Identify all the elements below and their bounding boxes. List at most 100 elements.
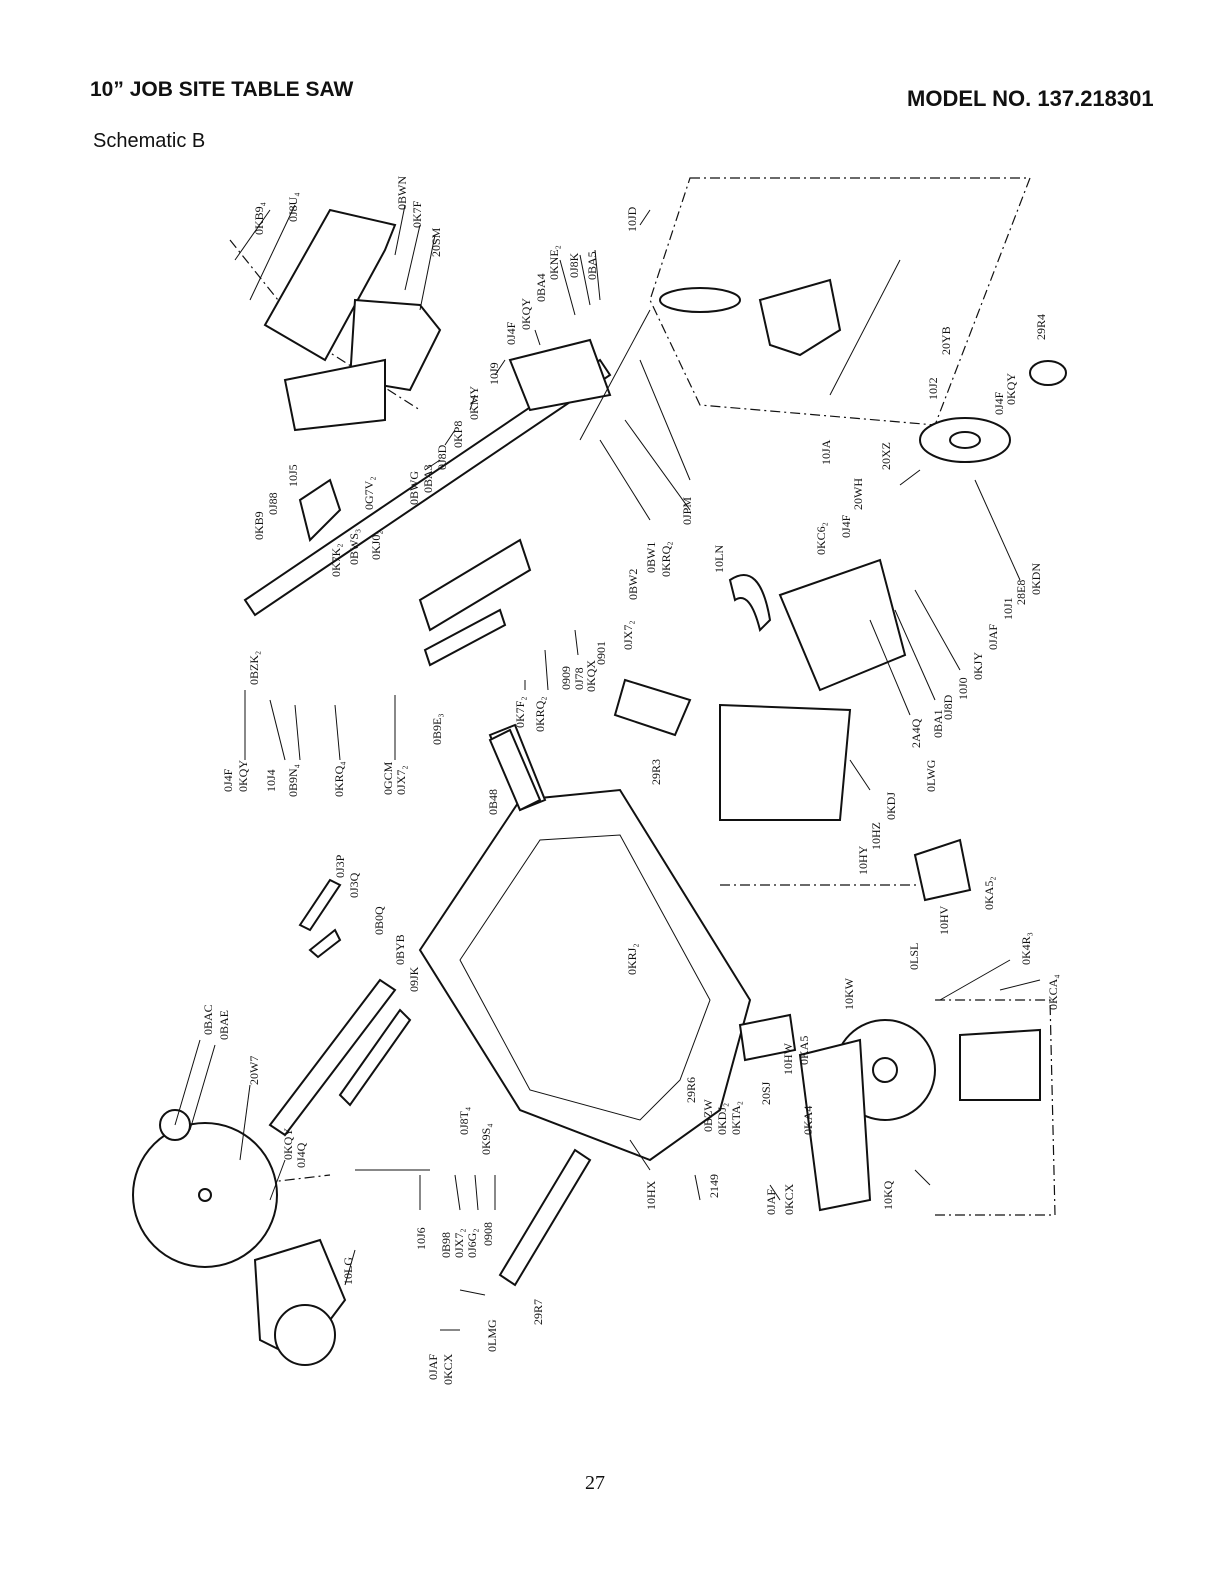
part-label: 0KMY — [467, 386, 481, 420]
part-label: 20SJ — [759, 1081, 773, 1105]
part-label: 0J4Q — [294, 1142, 308, 1168]
part-label: 10HX — [644, 1180, 658, 1210]
part-label: 0KQY — [281, 1128, 295, 1160]
part-label: 0KRJ₂ — [625, 943, 639, 975]
part-label: 0LWG — [924, 759, 938, 792]
part-label: 0BZK₂ — [247, 651, 261, 685]
part-label: 0J8T₄ — [457, 1107, 471, 1135]
saw-base-inner-part — [459, 834, 711, 1121]
rod-part — [338, 1008, 412, 1107]
part-label: 0JAF — [986, 624, 1000, 650]
handwheel-cap-part — [1029, 360, 1067, 386]
part-label: 0B98 — [439, 1232, 453, 1258]
part-label: 10J1 — [1001, 597, 1015, 620]
part-label: 0KB9₄ — [252, 202, 266, 235]
part-label: 0LMG — [485, 1319, 499, 1352]
part-label: 0KA5 — [797, 1036, 811, 1065]
part-label: 0KCX — [441, 1353, 455, 1385]
part-label: 10HW — [781, 1042, 795, 1075]
part-label: 0B0Q — [372, 906, 386, 935]
part-label: 0JAF — [426, 1354, 440, 1380]
bottom-plate-part — [959, 1028, 1041, 1101]
part-label: 10J9 — [487, 362, 501, 385]
part-label: 20YB — [939, 326, 953, 355]
part-label: 0J8D — [435, 444, 449, 470]
part-label: 0KA4 — [801, 1106, 815, 1135]
part-label: 29R4 — [1034, 314, 1048, 340]
part-label: 0LSL — [907, 943, 921, 970]
part-label: 0BA4 — [534, 273, 548, 302]
riving-knife-part — [298, 478, 342, 542]
leader-lines — [174, 204, 1041, 1331]
model-number: MODEL NO. 137.218301 — [907, 86, 1154, 111]
part-label: 0KDJ₂ — [715, 1103, 729, 1135]
rail-rod-part — [579, 309, 651, 441]
miter-bar-part — [829, 259, 901, 396]
part-label: 10LN — [712, 545, 726, 573]
handwheel-hub-part — [949, 431, 981, 449]
rail-bracket-part — [508, 338, 612, 412]
part-label: 0K7K₂ — [329, 543, 343, 577]
part-label: 10JD — [625, 206, 639, 232]
pulley-hub-part — [872, 1057, 898, 1083]
part-label: 0K4R₃ — [1019, 932, 1033, 965]
part-label: 0KJ0₂ — [369, 530, 383, 560]
fence-rail-part — [243, 358, 612, 617]
part-label: 0J8K — [567, 252, 581, 278]
part-label: 0KDJ — [884, 792, 898, 820]
part-label: 10J4 — [264, 769, 278, 792]
part-label: 0KRQ₄ — [332, 761, 346, 797]
push-stick-part — [268, 978, 397, 1137]
schematic-subtitle: Schematic B — [93, 130, 206, 152]
part-label: 10J2 — [926, 377, 940, 400]
mount-arm-part — [798, 1038, 872, 1212]
part-label: 0KCA₄ — [1046, 974, 1060, 1010]
part-label: 0J4F — [839, 514, 853, 538]
part-label: 10J0 — [956, 677, 970, 700]
part-label: 10HV — [937, 905, 951, 935]
part-label: 0BZW — [701, 1099, 715, 1132]
part-label: 29R7 — [531, 1299, 545, 1325]
part-label: 0909 — [559, 666, 573, 690]
part-label: 0J4F — [992, 391, 1006, 415]
strip-part-2 — [498, 1148, 592, 1287]
part-label: 0KJY — [971, 652, 985, 680]
part-label: 0KP8 — [451, 421, 465, 448]
part-label: 0BW1 — [644, 542, 658, 573]
part-label: 0BWN — [395, 176, 409, 210]
wrench-part — [298, 878, 342, 932]
part-label: 0BA3 — [421, 464, 435, 493]
part-label: 0GCM — [381, 761, 395, 795]
part-label: 0KCX — [782, 1183, 796, 1215]
part-label: 10JA — [819, 439, 833, 465]
part-labels: 0KB9₄ 0J8U₄ 0BWN 0K7F 20SM 10JD 0BA4 0KN… — [201, 176, 1060, 1385]
part-label: 0KQY — [1004, 373, 1018, 405]
part-label: 0J88 — [266, 492, 280, 515]
part-label: 0G7V₂ — [362, 476, 376, 510]
part-label: 0BA1 — [931, 709, 945, 738]
part-label: 0BAC — [201, 1004, 215, 1035]
trunnion-plate-part — [778, 558, 907, 692]
arc-bracket-part — [728, 574, 772, 632]
part-label: 0J6G₂ — [465, 1228, 479, 1258]
part-label: 0KB9 — [252, 511, 266, 540]
part-label: 10HZ — [869, 822, 883, 850]
part-label: 0J4F — [221, 768, 235, 792]
part-label: 0K7F₂ — [513, 696, 527, 728]
part-label: 0J4F — [504, 321, 518, 345]
part-label: 0B9E₃ — [430, 713, 444, 745]
part-label: 0B9N₄ — [286, 764, 300, 797]
part-label: 0JX7₂ — [394, 765, 408, 795]
part-label: 0KA5₂ — [982, 876, 996, 910]
part-label: 10LG — [341, 1257, 355, 1285]
bevel-scale-part — [719, 703, 852, 821]
part-label: 0KC6₂ — [814, 522, 828, 555]
part-label: 28E8 — [1014, 580, 1028, 605]
part-label: 0JX7₂ — [452, 1228, 466, 1258]
strip-part-1 — [488, 728, 542, 812]
part-label: 0BW2 — [626, 569, 640, 600]
hex-key-part — [308, 928, 342, 959]
part-label: 0KRQ₂ — [659, 541, 673, 577]
blade-guard-part — [263, 208, 397, 362]
part-label: 0J8U₄ — [286, 192, 300, 222]
